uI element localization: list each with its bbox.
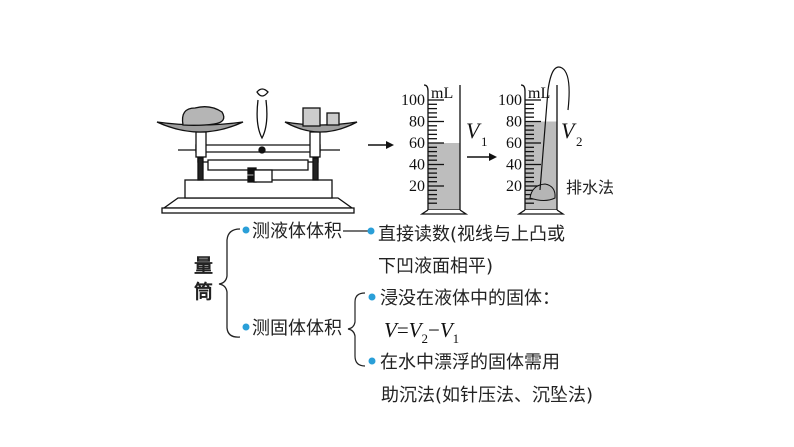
liquid-line2: 下凹液面相平) [378,256,493,277]
scale-label: 100 [401,92,425,109]
branch-liquid: 测液体体积 [252,221,342,242]
arrow-to-cylinder1 [368,141,394,149]
bullet-icon [368,293,376,301]
liquid [428,143,460,210]
v1-label: V [466,118,482,143]
scale-label: 20 [409,178,425,195]
bullet-icon [368,357,376,365]
arrow-to-cylinder2 [467,153,497,161]
scale-label: 80 [506,114,522,131]
bullet-icon [242,323,250,331]
scale-label: 20 [506,178,522,195]
root-label-2: 筒 [194,280,213,303]
solid-item2-line2: 助沉法(如针压法、沉坠法) [381,385,593,406]
submerged-stone [529,183,556,201]
solid-brace [347,292,366,367]
solid-item1: 浸没在液体中的固体： [380,288,560,309]
v1-subscript: 1 [481,134,488,149]
main-brace [218,228,241,338]
measuring-cylinder-v1: mL 100 80 60 40 20 [401,84,469,215]
solid-item2-line1: 在水中漂浮的固体需用 [380,352,560,373]
scale-label: 80 [409,114,425,131]
thread [539,66,570,191]
unit-label: mL [431,85,453,102]
bullet-icon [242,226,250,234]
cylinder-base [419,209,469,215]
bullet-icon [367,227,375,235]
scale-label: 40 [506,157,522,174]
cylinder-base [516,209,566,215]
scale-label: 100 [498,92,522,109]
v2-label: V [561,118,577,143]
method-label: 排水法 [566,178,614,197]
root-label-1: 量 [194,255,213,277]
concept-map: 量 筒 测液体体积 直接读数(视线与上凸或 下凹液面相平) 测固体体积 浸没在液… [194,221,593,406]
scale-label: 60 [506,135,522,152]
branch-solid: 测固体体积 [252,318,342,339]
unit-label: mL [528,85,550,102]
scale-label: 60 [409,135,425,152]
balance-illustration [156,88,358,214]
liquid-line1: 直接读数(视线与上凸或 [378,224,565,245]
v2-subscript: 2 [576,134,583,149]
scale-label: 40 [409,157,425,174]
volume-formula: V=V2−V1 [384,318,459,346]
